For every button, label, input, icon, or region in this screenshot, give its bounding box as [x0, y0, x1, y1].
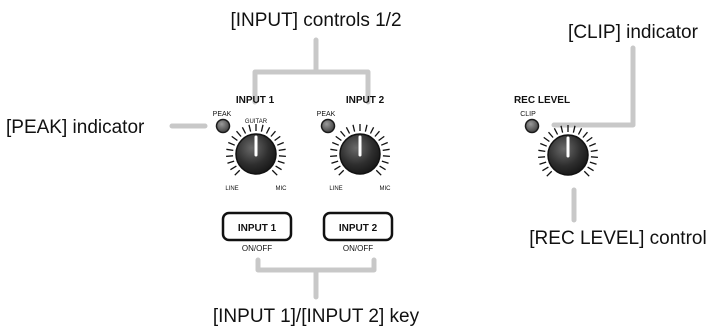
input-controls-callout: [INPUT] controls 1/2 — [230, 10, 401, 31]
input1-knob-scale — [226, 124, 286, 176]
knob-scale-tick — [334, 165, 341, 171]
knob-scale-tick — [275, 165, 282, 171]
input1-section: INPUT 1 PEAK GUITAR LINE MIC INPUT 1 ON/… — [213, 95, 293, 253]
knob-scale-tick — [587, 166, 594, 172]
knob-scale-tick — [248, 124, 252, 132]
knob-scale-tick — [379, 165, 386, 171]
input2-key-label: INPUT 2 — [339, 223, 378, 234]
knob-scale-tick — [577, 127, 583, 135]
knob-scale-tick — [369, 126, 375, 134]
knob-scale-tick — [278, 148, 286, 152]
input2-peak-label: PEAK — [317, 111, 336, 118]
knob-scale-tick — [231, 135, 238, 142]
knob-scale-tick — [230, 165, 237, 171]
input-keys-leader — [255, 257, 377, 300]
knob-scale-tick — [227, 160, 235, 164]
knob-scale-tick — [374, 130, 380, 137]
knob-scale-tick — [335, 135, 342, 142]
input1-mic-label: MIC — [276, 186, 288, 192]
knob-scale-tick — [260, 124, 264, 132]
knob-scale-tick — [330, 148, 338, 152]
input2-key-sub: ON/OFF — [343, 244, 373, 253]
rec-level-knob-scale — [538, 125, 598, 177]
input1-key[interactable] — [221, 211, 293, 242]
knob-scale-tick — [586, 136, 593, 143]
input1-key-sub: ON/OFF — [242, 244, 272, 253]
input1-key-label: INPUT 1 — [238, 223, 277, 234]
input2-mic-label: MIC — [380, 186, 392, 192]
input1-line-label: LINE — [225, 186, 238, 192]
clip-led — [524, 118, 540, 134]
rec-level-section: REC LEVEL CLIP — [514, 95, 598, 177]
knob-scale-tick — [590, 156, 598, 158]
knob-scale-tick — [553, 127, 559, 135]
knob-scale-tick — [338, 169, 345, 176]
knob-scale-tick — [375, 169, 382, 176]
leader-lines — [169, 37, 636, 300]
knob-scale-tick — [331, 160, 339, 164]
input2-line-label: LINE — [329, 186, 342, 192]
knob-scale-tick — [378, 135, 385, 142]
knob-scale-tick — [278, 155, 286, 157]
knob-scale-tick — [589, 161, 597, 165]
knob-scale-tick — [241, 126, 247, 134]
knob-scale-tick — [583, 170, 590, 177]
clip-indicator-leader — [551, 45, 636, 128]
rec-level-title: REC LEVEL — [514, 95, 570, 106]
input1-guitar-label: GUITAR — [245, 119, 268, 125]
knob-scale-tick — [270, 130, 276, 137]
rec-level-callout: [REC LEVEL] control — [529, 228, 706, 249]
knob-scale-tick — [364, 124, 368, 132]
knob-scale-tick — [228, 141, 235, 146]
knob-scale-tick — [234, 169, 241, 176]
knob-scale-tick — [382, 148, 390, 152]
knob-scale-tick — [274, 135, 281, 142]
knob-scale-tick — [265, 126, 271, 134]
knob-scale-tick — [226, 155, 234, 157]
input-controls-leader — [252, 37, 371, 105]
knob-scale-tick — [560, 125, 564, 133]
knob-scale-tick — [332, 141, 339, 146]
knob-scale-tick — [548, 131, 554, 138]
knob-scale-tick — [582, 131, 588, 138]
knob-scale-tick — [572, 125, 576, 133]
input2-key[interactable] — [322, 211, 394, 242]
knob-scale-tick — [236, 130, 242, 137]
knob-scale-tick — [271, 169, 278, 176]
knob-scale-tick — [381, 141, 388, 146]
knob-scale-tick — [340, 130, 346, 137]
knob-scale-tick — [381, 160, 389, 164]
knob-scale-tick — [330, 155, 338, 157]
knob-scale-tick — [540, 142, 547, 147]
clip-indicator-callout: [CLIP] indicator — [568, 22, 699, 43]
knob-scale-tick — [538, 149, 546, 153]
input2-peak-led — [320, 118, 336, 134]
input2-title: INPUT 2 — [346, 95, 385, 106]
knob-scale-tick — [382, 155, 390, 157]
knob-scale-tick — [542, 166, 549, 172]
input2-knob-scale — [330, 124, 390, 176]
knob-scale-tick — [277, 160, 285, 164]
knob-scale-tick — [589, 142, 596, 147]
input1-peak-led — [215, 118, 231, 134]
input1-title: INPUT 1 — [236, 95, 275, 106]
knob-scale-tick — [352, 124, 356, 132]
knob-scale-tick — [226, 148, 234, 152]
knob-scale-tick — [345, 126, 351, 134]
knob-scale-tick — [539, 161, 547, 165]
input1-peak-label: PEAK — [213, 111, 232, 118]
knob-scale-tick — [277, 141, 284, 146]
peak-indicator-callout: [PEAK] indicator — [6, 117, 145, 138]
knob-scale-tick — [546, 170, 553, 177]
clip-label: CLIP — [520, 111, 536, 118]
input2-section: INPUT 2 PEAK LINE MIC INPUT 2 ON/OFF — [317, 95, 394, 253]
input-keys-callout: [INPUT 1]/[INPUT 2] key — [213, 306, 420, 327]
knob-scale-tick — [538, 156, 546, 158]
knob-scale-tick — [590, 149, 598, 153]
knob-scale-tick — [543, 136, 550, 143]
